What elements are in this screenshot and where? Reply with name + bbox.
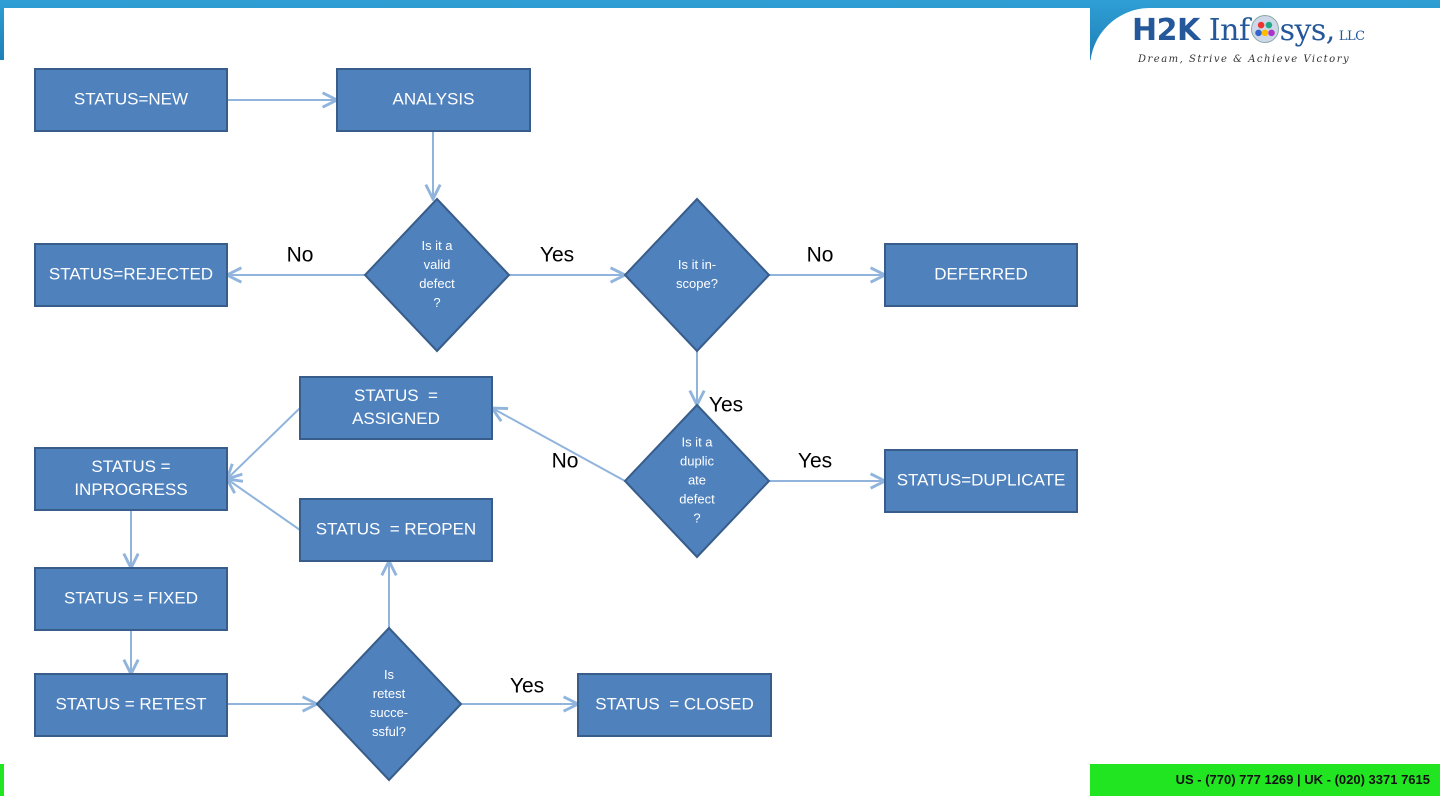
edge-label: Yes xyxy=(540,244,574,267)
node-label: ate xyxy=(688,472,706,487)
status-box-assigned: STATUS = ASSIGNED xyxy=(299,376,493,440)
node-label: duplic xyxy=(680,453,714,468)
box-shape xyxy=(884,449,1078,513)
status-box-fixed: STATUS = FIXED xyxy=(34,567,228,631)
footer-strip xyxy=(0,764,4,796)
logo-panel xyxy=(1090,8,1440,764)
node-label: succe- xyxy=(370,705,408,720)
node-label: Is xyxy=(384,667,395,682)
node-label: STATUS = CLOSED xyxy=(595,694,754,713)
node-label: ? xyxy=(693,510,700,525)
edge-label: Yes xyxy=(709,394,743,417)
node-label: retest xyxy=(373,686,406,701)
node-label: Is it in- xyxy=(678,257,716,272)
globe-icon xyxy=(1250,15,1279,43)
logo-inf: Inf xyxy=(1208,13,1250,48)
connector-duplicate_q-to-assigned xyxy=(492,408,626,482)
box-shape xyxy=(336,68,531,132)
defect-lifecycle-flowchart: STATUS=NEW ANALYSIS Is it a valid defect? STA… xyxy=(34,68,1078,782)
box-shape xyxy=(299,376,493,440)
status-box-duplicate: STATUS=DUPLICATE xyxy=(884,449,1078,513)
status-box-retest: STATUS = RETEST xyxy=(34,673,228,737)
node-label: ASSIGNED xyxy=(352,409,440,428)
edge-label: Yes xyxy=(798,450,832,473)
status-box-rejected: STATUS=REJECTED xyxy=(34,243,228,307)
box-shape xyxy=(299,498,493,562)
connector-reopen-to-inprogress xyxy=(227,479,301,531)
node-layer: STATUS=NEW ANALYSIS Is it a valid defect? STA… xyxy=(34,68,1078,782)
company-logo: H2K Inf sys,LLC Dream, Strive & Achieve V… xyxy=(1132,14,1382,74)
decision-valid: Is it a valid defect? xyxy=(363,197,511,353)
edge-label: No xyxy=(807,244,834,267)
box-shape xyxy=(884,243,1078,307)
status-box-analysis: ANALYSIS xyxy=(336,68,531,132)
node-label: defect xyxy=(419,276,455,291)
box-shape xyxy=(577,673,772,737)
node-label: STATUS=DUPLICATE xyxy=(897,470,1066,489)
node-label: DEFERRED xyxy=(934,264,1028,283)
connector-assigned-to-inprogress xyxy=(227,407,301,479)
connector-layer xyxy=(131,100,885,704)
node-label: STATUS = xyxy=(91,457,170,476)
node-label: ssful? xyxy=(372,724,406,739)
node-label: STATUS=NEW xyxy=(74,89,188,108)
edge-label: No xyxy=(552,450,579,473)
node-label: STATUS = xyxy=(354,386,438,405)
node-label: Is it a xyxy=(421,238,453,253)
edge-label: No xyxy=(287,244,314,267)
edge-label: Yes xyxy=(510,675,544,698)
box-shape xyxy=(34,243,228,307)
box-shape xyxy=(34,567,228,631)
status-box-closed: STATUS = CLOSED xyxy=(577,673,772,737)
logo-h2k: H2K xyxy=(1132,13,1200,48)
diamond-shape xyxy=(315,626,463,782)
node-label: STATUS = RETEST xyxy=(56,694,207,713)
decision-retest_q: Is retest succe-ssful? xyxy=(315,626,463,782)
logo-llc: LLC xyxy=(1338,29,1365,44)
diamond-shape xyxy=(623,197,771,353)
status-box-inprogress: STATUS = INPROGRESS xyxy=(34,447,228,511)
logo-sys: sys, xyxy=(1279,13,1336,48)
node-label: ? xyxy=(433,295,440,310)
slide-canvas xyxy=(4,8,1090,796)
node-label: STATUS = REOPEN xyxy=(316,519,476,538)
status-box-reopen: STATUS = REOPEN xyxy=(299,498,493,562)
box-shape xyxy=(34,68,228,132)
decision-inscope: Is it in-scope? xyxy=(623,197,771,353)
logo-tagline: Dream, Strive & Achieve Victory xyxy=(1138,54,1351,65)
node-label: Is it a xyxy=(681,434,713,449)
node-label: valid xyxy=(424,257,451,272)
contact-bar: US - (770) 777 1269 | UK - (020) 3371 76… xyxy=(1090,764,1440,796)
decision-duplicate_q: Is it a duplic ate defect? xyxy=(623,403,771,559)
node-label: STATUS=REJECTED xyxy=(49,264,213,283)
box-shape xyxy=(34,673,228,737)
status-box-new: STATUS=NEW xyxy=(34,68,228,132)
diamond-shape xyxy=(363,197,511,353)
node-label: INPROGRESS xyxy=(74,480,187,499)
status-box-deferred: DEFERRED xyxy=(884,243,1078,307)
node-label: STATUS = FIXED xyxy=(64,588,198,607)
node-label: ANALYSIS xyxy=(393,89,475,108)
box-shape xyxy=(34,447,228,511)
node-label: defect xyxy=(679,491,715,506)
diamond-shape xyxy=(623,403,771,559)
node-label: scope? xyxy=(676,276,718,291)
logo-wordmark: H2K Inf sys,LLC xyxy=(1132,14,1382,54)
